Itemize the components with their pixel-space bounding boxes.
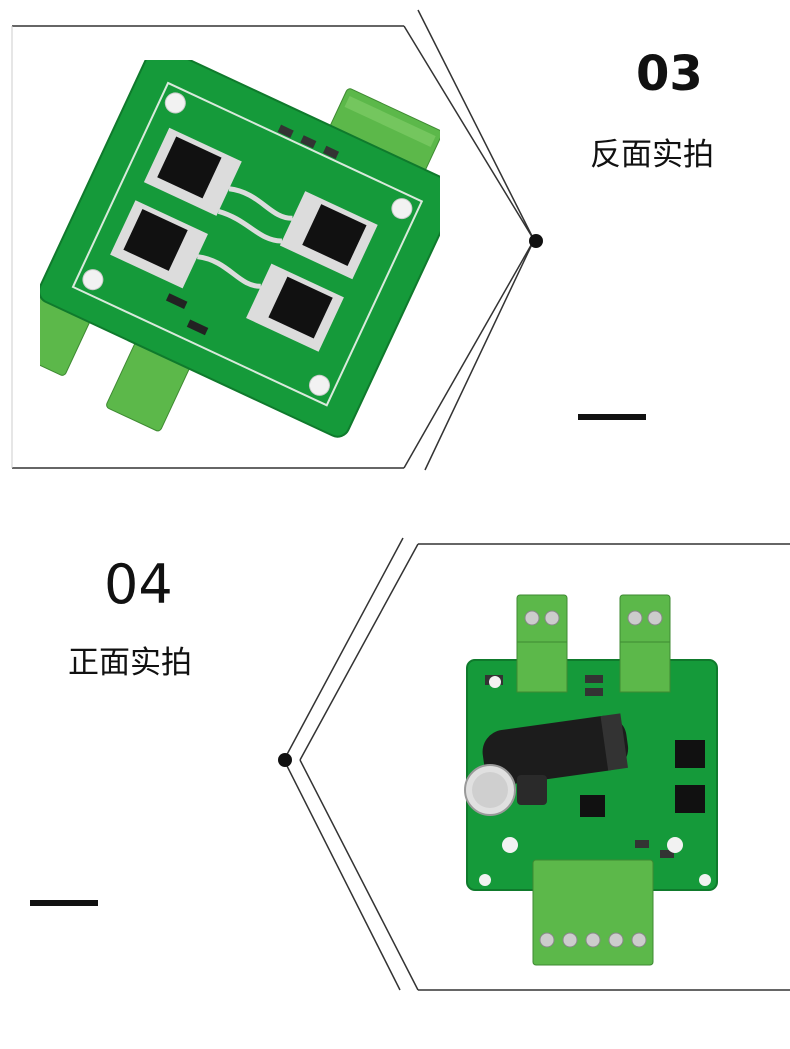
section-caption: 反面实拍 xyxy=(590,137,714,173)
pcb-back-photo xyxy=(40,60,440,438)
divider-dash xyxy=(578,414,646,420)
section-front-photo: 04 正面实拍 xyxy=(0,520,790,1049)
section-back-photo: 03 反面实拍 xyxy=(0,0,790,500)
section-caption: 正面实拍 xyxy=(68,645,192,681)
section-number: 03 xyxy=(636,46,703,102)
hex-frame-lines xyxy=(278,537,790,991)
pcb-front-photo xyxy=(464,594,718,966)
divider-dash xyxy=(30,900,98,906)
hex-frame-lines xyxy=(11,9,543,471)
section-number: 04 xyxy=(104,553,173,616)
